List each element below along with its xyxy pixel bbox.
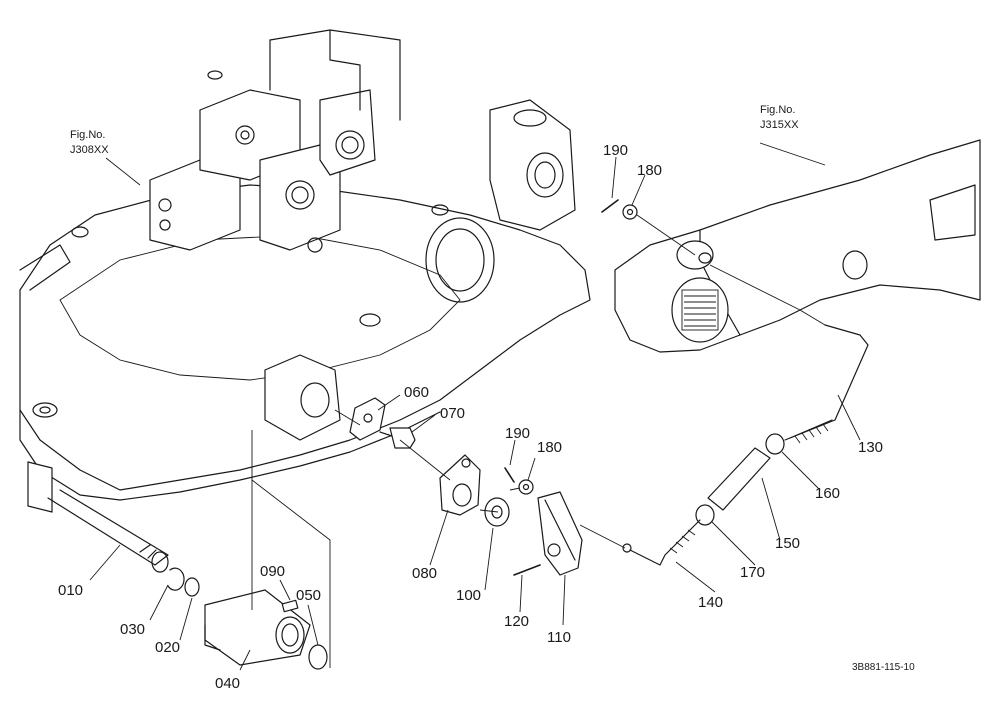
- part-190-pin-upper: [601, 199, 619, 213]
- label-040: 040: [215, 675, 240, 692]
- label-140: 140: [698, 594, 723, 611]
- part-090-key: [281, 599, 299, 613]
- svg-text:J308XX: J308XX: [70, 144, 109, 156]
- part-060-plate: [349, 397, 386, 441]
- part-180-washer-upper: [622, 204, 638, 220]
- part-010-shaft: [27, 461, 169, 573]
- label-120: 120: [504, 613, 529, 630]
- part-140-rod: [622, 519, 701, 566]
- label-030: 030: [120, 621, 145, 638]
- label-180-lower: 180: [537, 439, 562, 456]
- hydraulic-housing: [19, 29, 591, 501]
- label-190-lower: 190: [505, 425, 530, 442]
- assembly-line: [334, 409, 626, 549]
- part-050-oring: [308, 644, 328, 670]
- label-070: 070: [440, 405, 465, 422]
- assembly-line: [636, 214, 826, 326]
- label-190-upper: 190: [603, 142, 628, 159]
- part-labels: 010 020 030 040 050 060 070 080 090 100 …: [58, 142, 883, 692]
- svg-text:J315XX: J315XX: [760, 119, 799, 131]
- figure-ref-j308: Fig.No. J308XX: [70, 129, 109, 156]
- figure-ref-j315: Fig.No. J315XX: [760, 104, 799, 131]
- assembly-line: [251, 430, 331, 668]
- svg-text:Fig.No.: Fig.No.: [70, 129, 105, 141]
- part-130-rod: [784, 324, 869, 444]
- label-100: 100: [456, 587, 481, 604]
- part-080-plate: [439, 454, 481, 516]
- label-020: 020: [155, 639, 180, 656]
- label-060: 060: [404, 384, 429, 401]
- diagram-code: 3B881-115-10: [852, 662, 915, 673]
- part-120-pin: [513, 564, 541, 576]
- part-190-pin-lower: [504, 467, 515, 483]
- label-090: 090: [260, 563, 285, 580]
- part-100-washer: [484, 497, 510, 527]
- part-030-ring: [167, 567, 185, 591]
- svg-text:Fig.No.: Fig.No.: [760, 104, 795, 116]
- part-070-bolt: [379, 427, 416, 449]
- label-160: 160: [815, 485, 840, 502]
- label-130: 130: [858, 439, 883, 456]
- label-010: 010: [58, 582, 83, 599]
- label-050: 050: [296, 587, 321, 604]
- leader-lines: [89, 142, 861, 671]
- label-180-upper: 180: [637, 162, 662, 179]
- part-020-oring: [184, 577, 200, 597]
- part-160-nut: [765, 433, 785, 455]
- part-150-turnbuckle: [707, 447, 771, 511]
- label-170: 170: [740, 564, 765, 581]
- label-080: 080: [412, 565, 437, 582]
- lift-arm: [614, 139, 981, 353]
- part-180-washer-lower: [518, 479, 534, 495]
- label-110: 110: [547, 629, 571, 646]
- label-150: 150: [775, 535, 800, 552]
- part-110-lever: [537, 491, 583, 576]
